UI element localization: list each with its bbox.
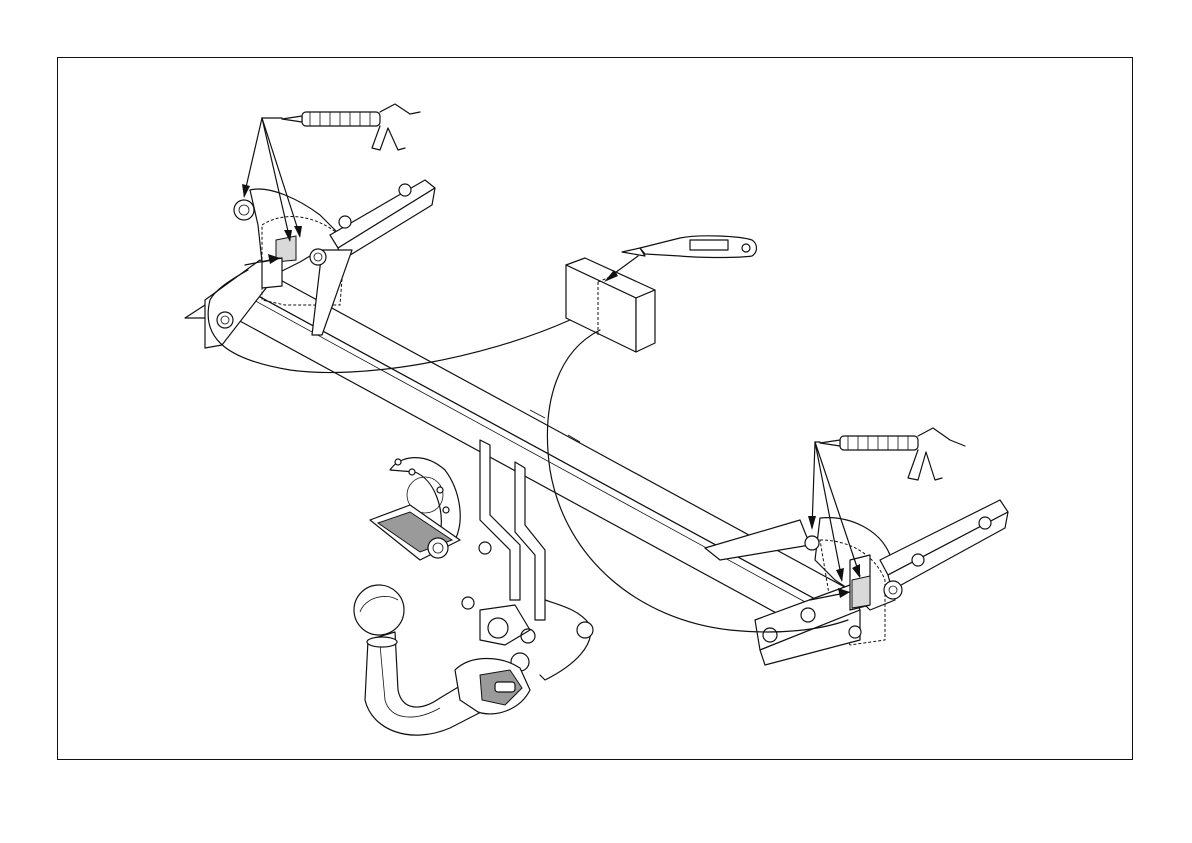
sealant-block [566,258,655,352]
tow-ball-icon [354,585,530,735]
knife-icon [604,236,757,282]
socket-bracket-icon [370,458,491,560]
